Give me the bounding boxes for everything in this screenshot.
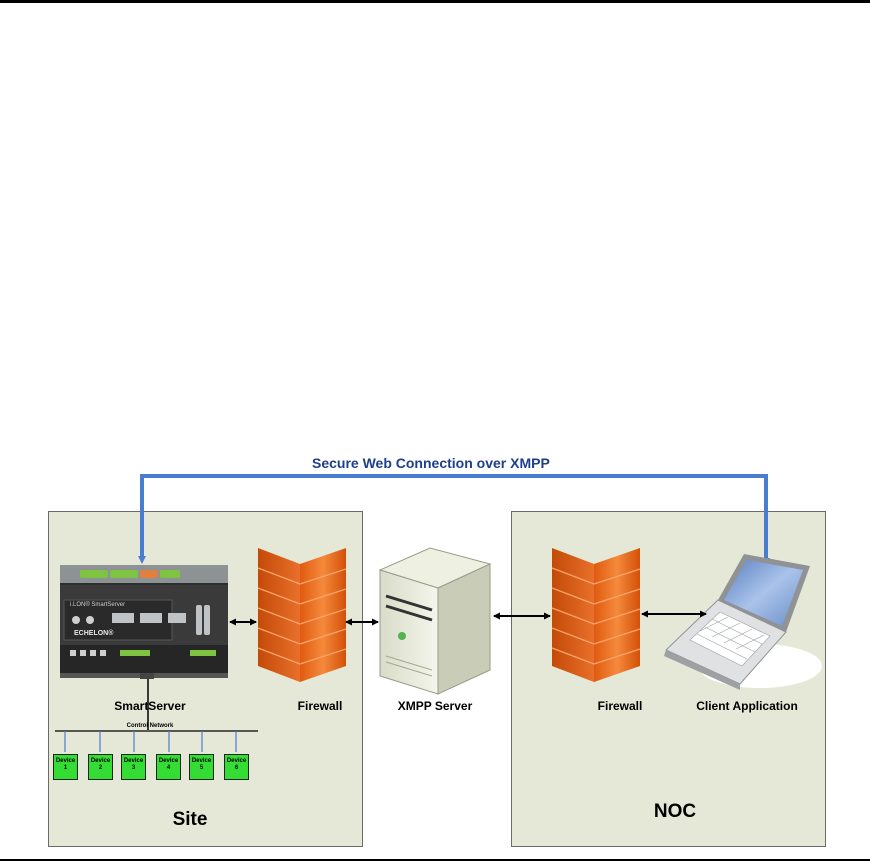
top-rule xyxy=(0,0,870,3)
xmpp-server-icon xyxy=(378,547,492,695)
xmpp-server-label: XMPP Server xyxy=(397,699,473,713)
smartserver-device xyxy=(60,565,228,679)
smartserver-brand-text: i.LON® SmartServer xyxy=(70,602,126,608)
site-label: Site xyxy=(172,809,208,830)
bottom-rule xyxy=(0,859,870,861)
noc-firewall-icon xyxy=(551,548,641,682)
secure-connection-line xyxy=(138,474,770,566)
link-arrows xyxy=(229,610,707,626)
client-application-label: Client Application xyxy=(696,699,798,713)
site-firewall-label: Firewall xyxy=(297,699,343,713)
site-firewall-icon xyxy=(257,548,347,682)
laptop-icon xyxy=(664,554,822,690)
noc-label: NOC xyxy=(653,801,697,822)
smartserver-label: SmartServer xyxy=(114,699,186,713)
smartserver-maker-text: ECHELON® xyxy=(74,630,114,637)
control-network-lines xyxy=(55,679,258,752)
connection-title: Secure Web Connection over XMPP xyxy=(312,455,550,471)
noc-firewall-label: Firewall xyxy=(597,699,643,713)
control-network-label: Control Network xyxy=(126,723,174,729)
